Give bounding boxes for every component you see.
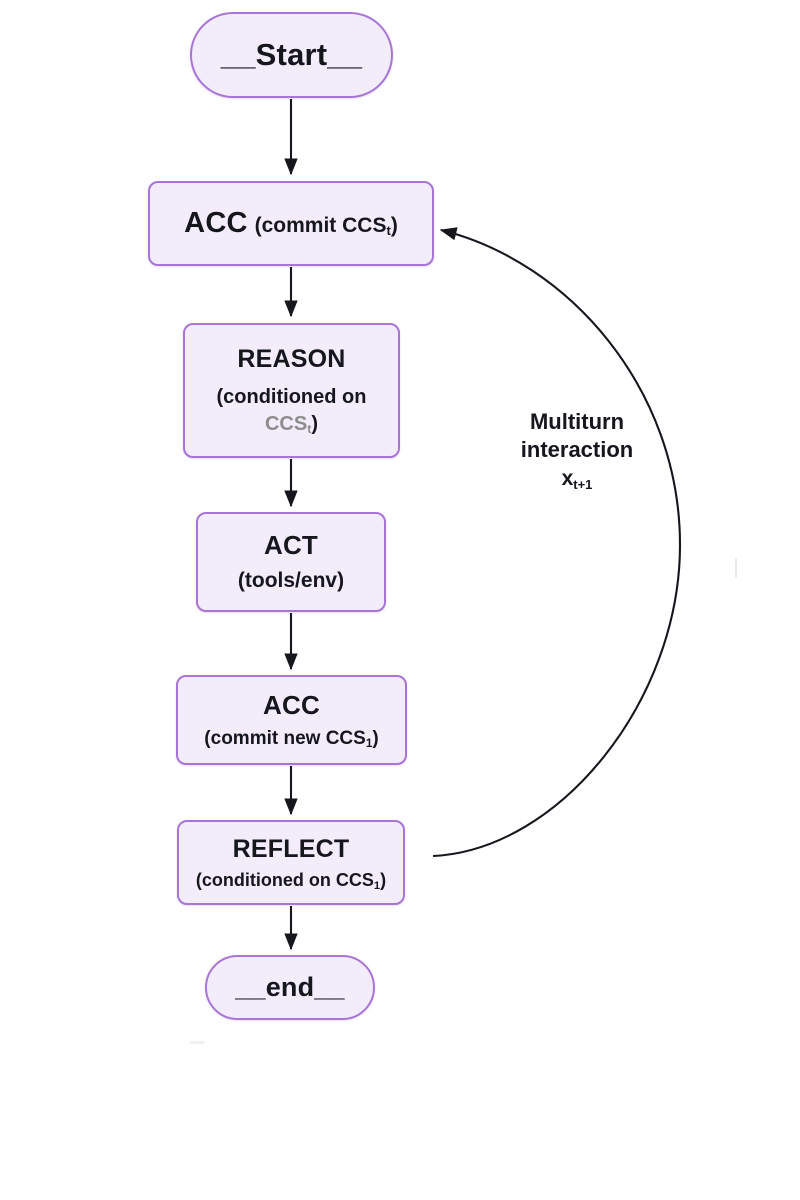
node-acc1-detail: (commit CCSt) (254, 213, 398, 239)
node-acc2-detail: (commit new CCS1) (204, 727, 379, 750)
node-act[interactable]: ACT (tools/env) (196, 512, 386, 612)
edge-reflect-to-acc1-feedback (432, 227, 682, 858)
node-reflect-title: REFLECT (232, 834, 350, 863)
loop-label-line1: Multiturn (529, 409, 625, 434)
node-act-detail: (tools/env) (237, 569, 345, 593)
node-reason-title: REASON (237, 344, 346, 373)
scan-artifact-bottom (190, 1041, 204, 1044)
loop-label-variable: xt+1 (561, 467, 593, 492)
feedback-edge-label: Multiturn interaction xt+1 (488, 408, 666, 493)
node-end[interactable]: __end__ (205, 955, 375, 1020)
node-act-title: ACT (263, 530, 319, 561)
node-reason[interactable]: REASON (conditioned on CCSt) (183, 323, 400, 458)
node-start-label: __Start__ (220, 37, 363, 73)
node-start[interactable]: __Start__ (190, 12, 393, 98)
node-reason-line2: (conditioned on (216, 385, 367, 408)
scan-artifact-right (735, 558, 737, 578)
node-reflect[interactable]: REFLECT (conditioned on CCS1) (177, 820, 405, 905)
loop-label-line2: interaction (520, 437, 634, 463)
node-end-label: __end__ (235, 971, 345, 1002)
node-reason-line3: CCSt) (264, 413, 319, 437)
node-acc1-title: ACC (184, 206, 248, 239)
node-acc2-title: ACC (263, 690, 320, 721)
node-reflect-detail: (conditioned on CCS1) (195, 869, 387, 892)
node-acc-commit-ccs-t[interactable]: ACC (commit CCSt) (148, 181, 434, 266)
node-acc-commit-new-ccs-1[interactable]: ACC (commit new CCS1) (176, 675, 407, 765)
